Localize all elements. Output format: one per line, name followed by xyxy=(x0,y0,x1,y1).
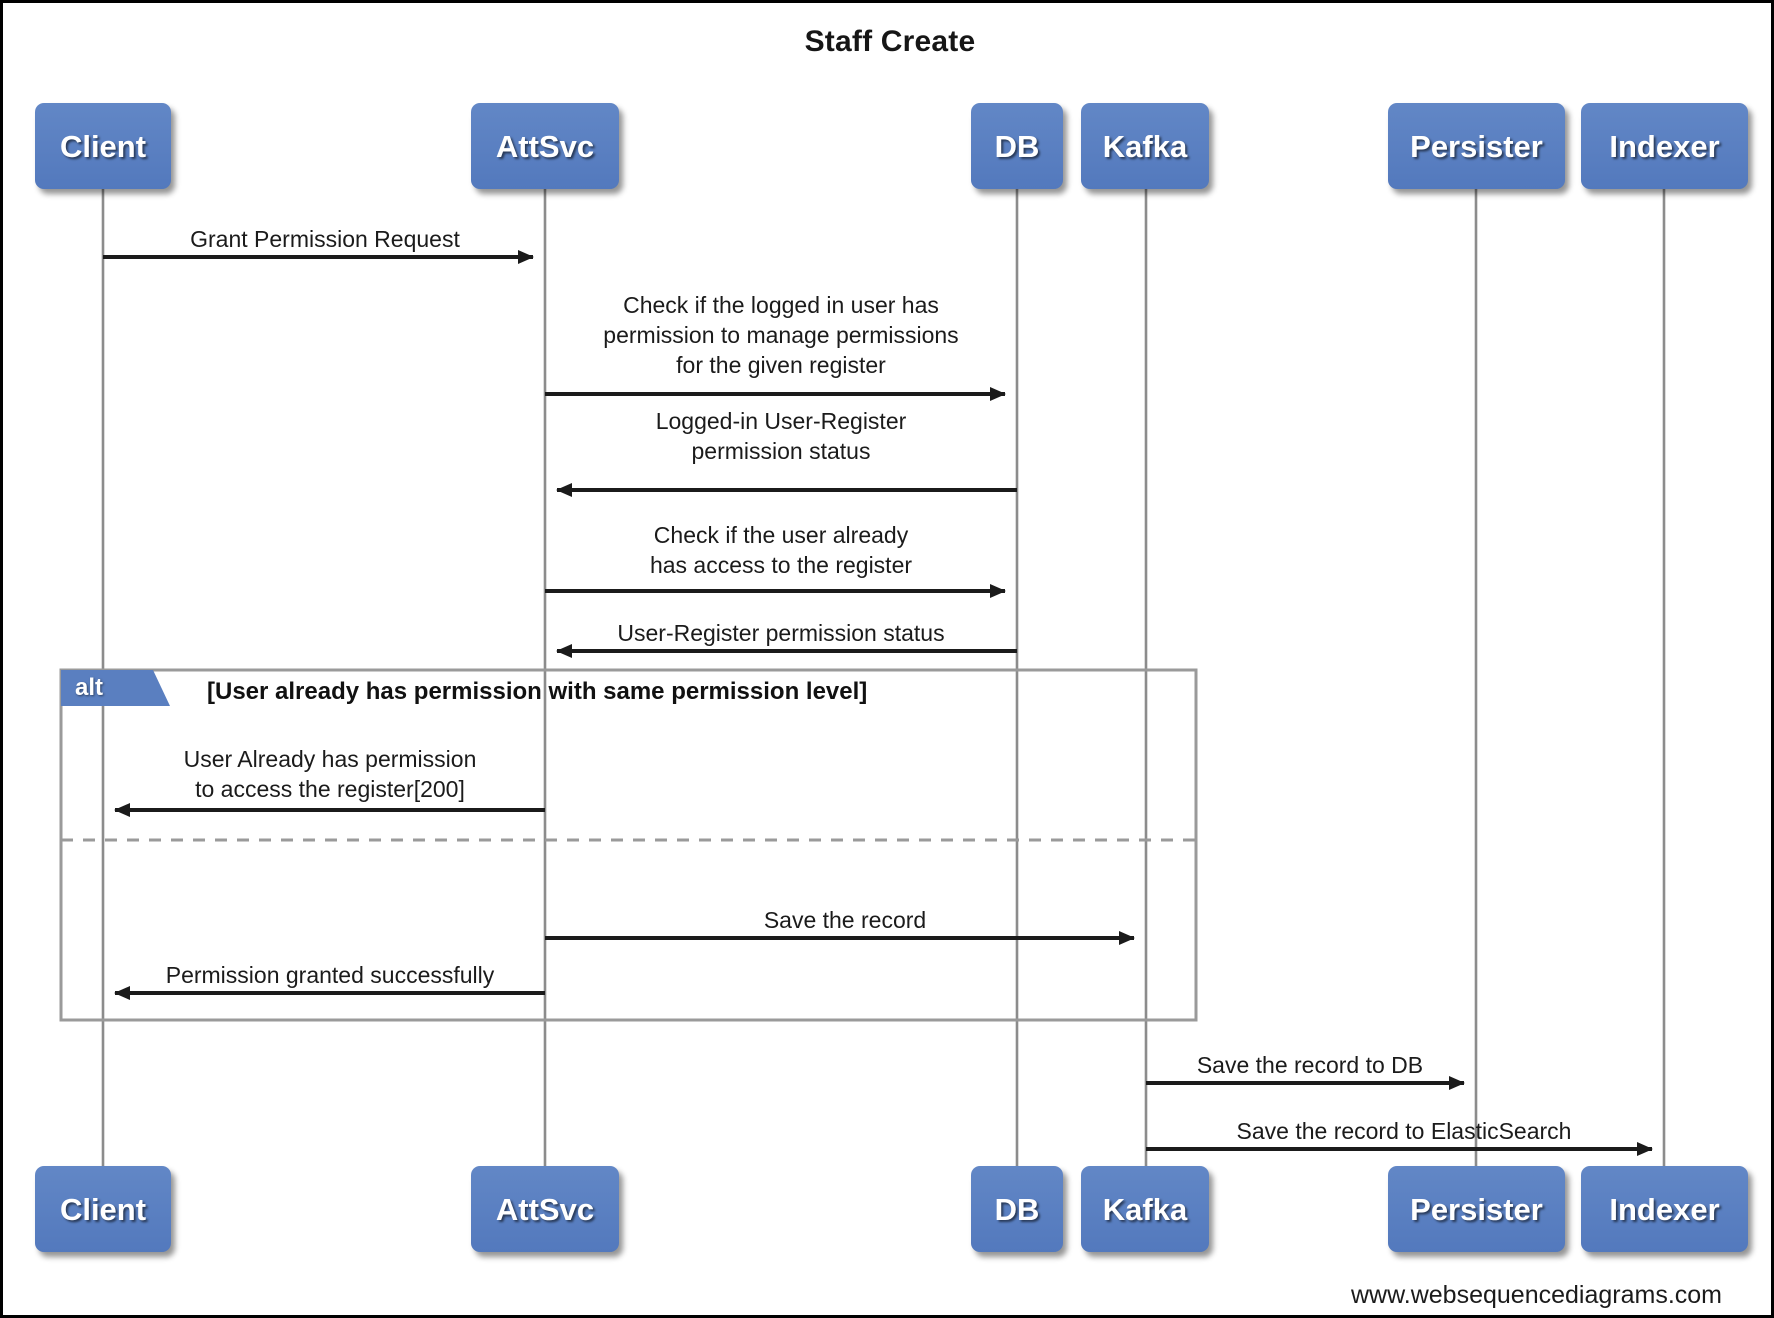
participant-client-top[interactable]: Client xyxy=(35,103,171,189)
participant-db-bottom[interactable]: DB xyxy=(971,1166,1063,1252)
footer-credit-link[interactable]: www.websequencediagrams.com xyxy=(1351,1281,1723,1309)
participant-label: Kafka xyxy=(1102,1191,1188,1227)
participant-label: Client xyxy=(59,1191,147,1227)
participant-persister-bottom[interactable]: Persister xyxy=(1388,1166,1565,1252)
participant-label: Persister xyxy=(1410,128,1543,164)
participant-label: DB xyxy=(994,1191,1040,1227)
participant-db-top[interactable]: DB xyxy=(971,103,1063,189)
page-title: Staff Create xyxy=(804,25,976,58)
participant-attsvc-top[interactable]: AttSvc xyxy=(471,103,619,189)
participant-kafka-bottom[interactable]: Kafka xyxy=(1081,1166,1209,1252)
participant-label: Persister xyxy=(1410,1191,1543,1227)
participant-label: AttSvc xyxy=(495,1191,595,1227)
participant-kafka-top[interactable]: Kafka xyxy=(1081,103,1209,189)
message-arrows xyxy=(103,250,1653,1156)
alt-fragment-condition: [User already has permission with same p… xyxy=(207,678,868,705)
participant-indexer-top[interactable]: Indexer xyxy=(1581,103,1748,189)
participant-label: Indexer xyxy=(1609,128,1720,164)
participant-indexer-bottom[interactable]: Indexer xyxy=(1581,1166,1748,1252)
participant-label: DB xyxy=(994,128,1040,164)
diagram-vector-layer xyxy=(59,189,1666,1166)
alt-fragment-tag: alt xyxy=(61,670,170,706)
lifelines xyxy=(101,189,1666,1166)
participant-attsvc-bottom[interactable]: AttSvc xyxy=(471,1166,619,1252)
participant-label: AttSvc xyxy=(495,128,595,164)
alt-fragment-frame xyxy=(59,668,1198,1022)
participant-label: Client xyxy=(59,128,147,164)
participant-persister-top[interactable]: Persister xyxy=(1388,103,1565,189)
participant-label: Kafka xyxy=(1102,128,1188,164)
participant-client-bottom[interactable]: Client xyxy=(35,1166,171,1252)
participant-label: Indexer xyxy=(1609,1191,1720,1227)
